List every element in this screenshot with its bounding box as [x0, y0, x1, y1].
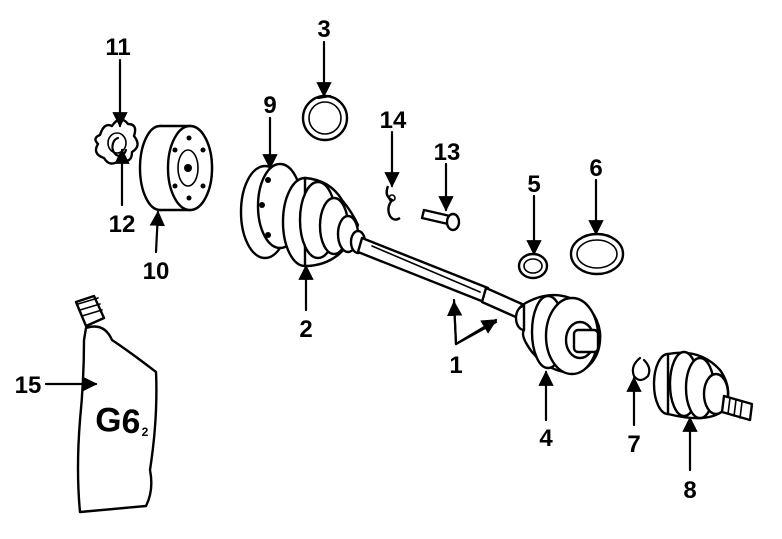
callout-6: 6 [589, 155, 602, 182]
callout-4: 4 [539, 425, 553, 452]
callout-3: 3 [317, 16, 330, 43]
callout-12: 12 [109, 211, 136, 238]
small-clamp-part-5 [517, 252, 549, 280]
callout-14: 14 [380, 107, 407, 134]
leader-lines [44, 40, 698, 472]
callout-5: 5 [527, 171, 540, 198]
outer-boot-part-4 [514, 293, 602, 376]
inner-boot-part-2 [281, 176, 367, 268]
outer-cv-joint-part-8 [652, 350, 754, 422]
callout-9: 9 [263, 92, 276, 119]
clamp-part-3 [301, 94, 349, 142]
circlip-part-7 [631, 356, 651, 382]
tube-label: G6 [94, 400, 142, 441]
callout-10: 10 [143, 258, 170, 285]
axle-shaft-part-1 [356, 236, 524, 320]
gasket-part-11 [94, 118, 139, 165]
large-clamp-part-6 [569, 232, 625, 276]
lock-plate-part-14 [385, 185, 401, 221]
callout-15: 15 [15, 372, 42, 399]
inner-flange-part-9 [239, 162, 304, 260]
callout-8: 8 [683, 477, 696, 504]
bolt-part-13 [420, 208, 461, 232]
callout-1: 1 [449, 352, 462, 379]
callout-2: 2 [299, 316, 312, 343]
grease-tube-part-15 [74, 294, 158, 514]
tube-label-subscript: 2 [142, 425, 149, 439]
callout-13: 13 [434, 139, 461, 166]
cv-joint-flange-part-10 [138, 124, 214, 212]
callout-7: 7 [627, 431, 640, 458]
callout-11: 11 [105, 34, 130, 61]
